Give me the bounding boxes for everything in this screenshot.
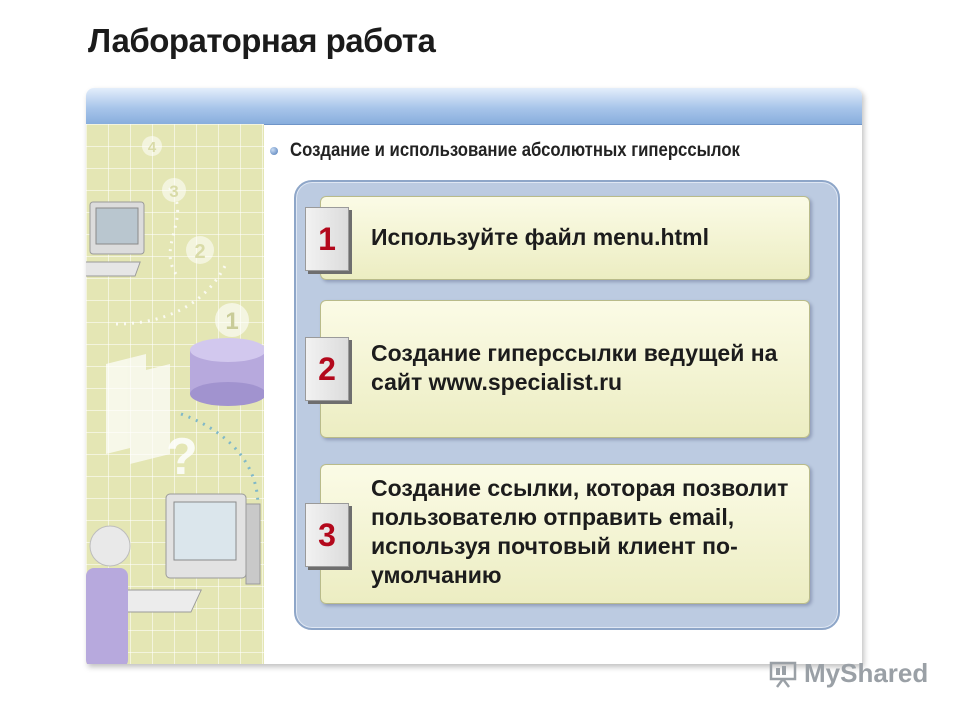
circle-2 [186, 236, 214, 264]
computer-icon-large [100, 493, 261, 613]
database-icon [190, 338, 264, 406]
person-icon [86, 525, 131, 664]
circle-3-label: 3 [169, 182, 178, 201]
subtitle: Создание и использование абсолютных гипе… [290, 140, 740, 161]
document-icon [106, 354, 170, 464]
step-card-1: 1 Используйте файл menu.html [305, 196, 810, 280]
circle-3 [162, 178, 186, 202]
step-card-2: 2 Создание гиперссылки ведущей на сайт w… [305, 300, 810, 438]
step-text-3: Создание ссылки, которая позволит пользо… [371, 475, 789, 588]
question-mark: ? [166, 428, 198, 486]
circle-1 [215, 303, 249, 337]
circle-4 [142, 136, 162, 156]
watermark: MyShared [768, 658, 928, 689]
slide-frame: 4 3 2 1 ? [86, 88, 862, 664]
step-text-1: Используйте файл menu.html [371, 224, 710, 250]
circle-4-label: 4 [148, 139, 157, 156]
step-text-2: Создание гиперссылки ведущей на сайт www… [371, 340, 778, 395]
step-card-3: 3 Создание ссылки, которая позволит поль… [305, 464, 810, 604]
bullet-icon [270, 147, 278, 155]
side-illustration: 4 3 2 1 ? [86, 124, 264, 664]
circle-1-label: 1 [225, 308, 238, 335]
step-number-2: 2 [305, 337, 349, 401]
watermark-text: MyShared [804, 658, 929, 688]
page-title: Лабораторная работа [88, 22, 436, 59]
step-number-1: 1 [305, 207, 349, 271]
presentation-icon [769, 661, 797, 688]
step-number-3: 3 [305, 503, 349, 567]
illustration-graphic: 4 3 2 1 ? [86, 136, 264, 664]
frame-title-bar [86, 88, 862, 125]
subtitle-row: Создание и использование абсолютных гипе… [270, 140, 801, 162]
computer-icon-small [86, 201, 145, 277]
circle-2-label: 2 [194, 241, 205, 263]
